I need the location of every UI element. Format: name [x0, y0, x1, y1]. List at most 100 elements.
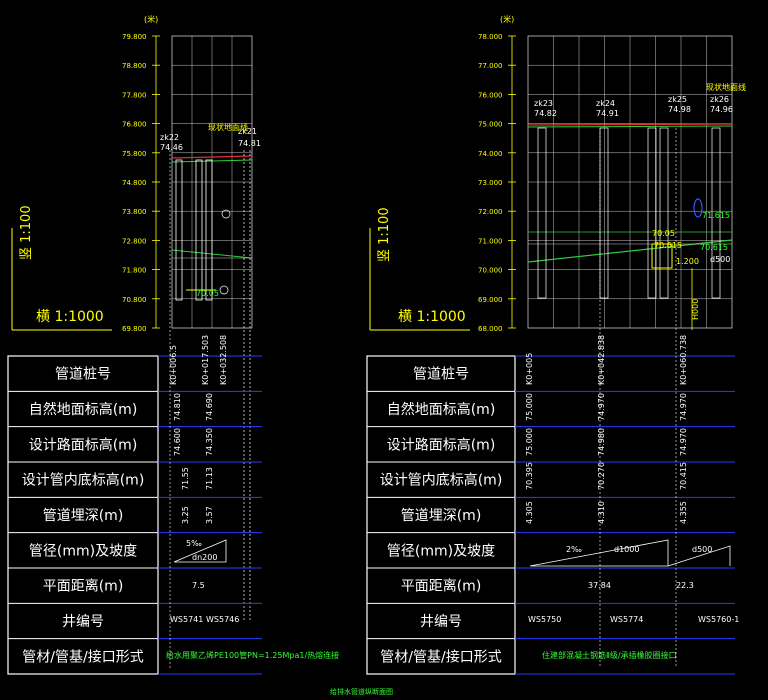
- elevation-tick-label: 69.800: [122, 325, 147, 333]
- left-ground-elev: 74.690: [205, 393, 214, 421]
- footer-title: 给排水管道纵断面图: [330, 687, 393, 696]
- table-row-label: 井编号: [420, 614, 462, 630]
- elevation-tick-label: 74.000: [478, 150, 503, 158]
- right-pipe-label: 71.615: [702, 211, 730, 220]
- left-data-table: 管道桩号自然地面标高(m)设计路面标高(m)设计管内底标高(m)管道埋深(m)管…: [7, 335, 339, 675]
- left-diameter: dn200: [192, 553, 217, 562]
- right-diameter: d1000: [614, 545, 639, 554]
- left-hscale-label: 横 1:1000: [36, 309, 104, 325]
- right-design-elev: 74.980: [597, 428, 606, 456]
- right-diameter-2: d500: [692, 545, 712, 554]
- right-borehole-elev: 74.96: [710, 105, 733, 114]
- right-well: WS5760-1: [698, 615, 739, 624]
- elevation-tick-label: 75.800: [122, 150, 147, 158]
- left-borehole-id: zk22: [160, 133, 179, 142]
- elevation-tick-label: 75.000: [478, 121, 503, 129]
- right-borehole-id: zk24: [596, 99, 615, 108]
- table-row-label: 管材/管基/接口形式: [22, 648, 143, 665]
- right-invert-elev: 70.415: [679, 462, 688, 490]
- right-invert-elev: 70.395: [525, 462, 534, 490]
- right-elevation-axis: 78.000 77.000 76.000 75.000 74.000 73.000 72.0…: [478, 33, 516, 333]
- left-borehole-id: zk21: [238, 127, 257, 136]
- left-ground-elev: 74.810: [173, 393, 182, 421]
- left-profile-panel: (米) 79.80078.80077.80076.80075.80074.800…: [11, 14, 261, 620]
- right-profile-panel: (米) 78.000 77.000 76.000 75.000 74.000 73.000…: [369, 14, 746, 333]
- right-pipe-label: 1.200: [676, 257, 699, 266]
- elevation-tick-label: 70.000: [478, 267, 503, 275]
- table-row-label: 管径(mm)及坡度: [29, 543, 137, 559]
- left-vscale-label: 竖 1:100: [19, 205, 34, 260]
- table-row-label: 管道桩号: [413, 366, 469, 383]
- right-unit-label: (米): [500, 14, 514, 24]
- elevation-tick-label: 77.800: [122, 91, 147, 99]
- right-design-elev: 74.970: [679, 428, 688, 456]
- left-profile-grid: [171, 35, 253, 329]
- elevation-tick-label: 72.000: [478, 208, 503, 216]
- left-cover-depth: 3.57: [205, 506, 214, 524]
- elevation-tick-label: 78.000: [478, 33, 503, 41]
- left-distance: 7.5: [192, 581, 205, 590]
- right-ground-elev: 75.000: [525, 393, 534, 421]
- table-row-label: 设计管内底标高(m): [22, 472, 145, 489]
- left-station: K0+006.5: [169, 345, 178, 385]
- elevation-tick-label: 71.000: [478, 237, 503, 245]
- table-row-label: 设计管内底标高(m): [380, 472, 503, 489]
- left-invert-elev: 71.55: [181, 467, 190, 490]
- left-design-elev: 74.600: [173, 428, 182, 456]
- right-cover-depth: 4.355: [679, 501, 688, 524]
- right-station: K0+042.838: [597, 335, 606, 385]
- right-borehole-elev: 74.98: [668, 105, 691, 114]
- left-unit-label: (米): [144, 14, 158, 24]
- right-borehole-id: zk23: [534, 99, 553, 108]
- table-row-label: 自然地面标高(m): [387, 401, 496, 418]
- left-design-elev: 74.350: [205, 428, 214, 456]
- right-design-elev: 75.000: [525, 428, 534, 456]
- table-row-label: 井编号: [62, 614, 104, 630]
- table-row-label: 管材/管基/接口形式: [380, 648, 501, 665]
- table-row-label: 设计路面标高(m): [387, 436, 496, 453]
- elevation-tick-label: 77.000: [478, 62, 503, 70]
- left-well: WS5741: [170, 615, 203, 624]
- right-distance: 22.3: [676, 581, 694, 590]
- left-station: K0+017.503: [201, 335, 210, 385]
- left-station: K0+032.508: [219, 335, 228, 385]
- right-pipe-label: 70.05: [652, 229, 675, 238]
- elevation-tick-label: 71.800: [122, 267, 147, 275]
- left-ground-label: 现状地面线: [208, 122, 248, 132]
- right-borehole-id: zk26: [710, 95, 729, 104]
- table-row-label: 管道埋深(m): [43, 508, 124, 524]
- left-elevation-axis: 79.80078.80077.80076.80075.80074.80073.8…: [122, 33, 160, 333]
- right-vscale-label: 竖 1:100: [377, 207, 392, 262]
- left-material: 给水用聚乙烯PE100管PN=1.25Mpa1/热熔连接: [166, 650, 339, 660]
- left-slope: 5‰: [186, 539, 202, 548]
- table-row-label: 平面距离(m): [43, 578, 124, 595]
- right-invert-elev: 70.270: [597, 462, 606, 490]
- table-row-label: 设计路面标高(m): [29, 436, 138, 453]
- right-profile-grid: [527, 35, 733, 329]
- right-slope: 2‰: [566, 545, 582, 554]
- elevation-tick-label: 73.800: [122, 208, 147, 216]
- right-hscale-label: 横 1:1000: [398, 309, 466, 325]
- right-ground-label: 现状地面线: [706, 82, 746, 92]
- right-data-table: 管道桩号自然地面标高(m)设计路面标高(m)设计管内底标高(m)管道埋深(m)管…: [366, 335, 739, 675]
- right-station: K0+060.738: [679, 335, 688, 385]
- elevation-tick-label: 70.800: [122, 296, 147, 304]
- right-diameter-end: d500: [710, 255, 730, 264]
- table-row-label: 平面距离(m): [401, 578, 482, 595]
- right-borehole-elev: 74.91: [596, 109, 619, 118]
- elevation-tick-label: 79.800: [122, 33, 147, 41]
- right-borehole-elev: 74.82: [534, 109, 557, 118]
- right-ground-elev: 74.970: [597, 393, 606, 421]
- left-borehole-elev: 74.46: [160, 143, 183, 152]
- elevation-tick-label: 78.800: [122, 62, 147, 70]
- elevation-tick-label: 74.800: [122, 179, 147, 187]
- elevation-tick-label: 76.000: [478, 91, 503, 99]
- elevation-tick-label: 73.000: [478, 179, 503, 187]
- right-station: K0+005: [525, 353, 534, 385]
- left-well: WS5746: [206, 615, 239, 624]
- left-pipe-label: 70.05: [196, 289, 219, 298]
- table-row-label: 管道桩号: [55, 366, 111, 383]
- table-row-label: 管径(mm)及坡度: [387, 543, 495, 559]
- right-well: WS5774: [610, 615, 643, 624]
- right-borehole-id: zk25: [668, 95, 687, 104]
